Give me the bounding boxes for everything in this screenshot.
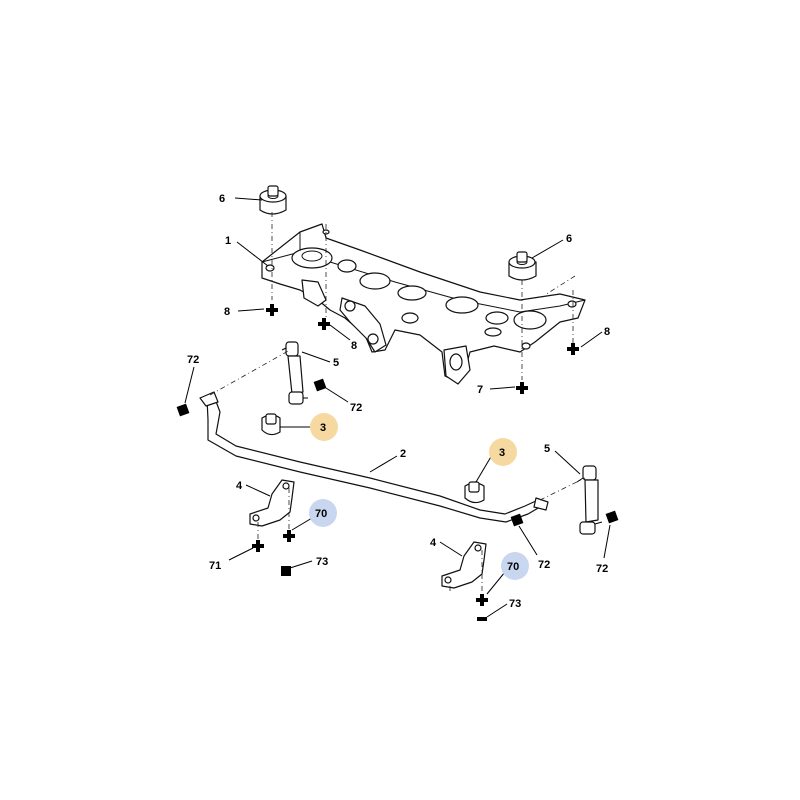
- bolt-symbol: [266, 304, 278, 316]
- callout-70-left: 70: [315, 508, 327, 520]
- callout-71: 71: [209, 560, 221, 572]
- bar-clamp-left: [249, 479, 295, 527]
- callout-6-left: 6: [219, 193, 225, 205]
- callout-7: 7: [477, 384, 483, 396]
- callout-2: 2: [400, 448, 406, 460]
- callout-labels: 6 6 1 8 8 8 7 72 5 72 3 2 3 5 4 70 71 73…: [187, 193, 610, 610]
- stabilizer-link-right: [576, 465, 603, 535]
- bolt-symbol: [252, 540, 264, 552]
- bar-clamp-right: [441, 541, 487, 589]
- callout-1: 1: [225, 235, 231, 247]
- callout-4-left: 4: [236, 480, 243, 492]
- callout-72-link-left: 72: [350, 402, 362, 414]
- callout-4-right: 4: [430, 537, 437, 549]
- callout-72-bar-right: 72: [538, 559, 550, 571]
- stabilizer-link-left: [281, 341, 308, 405]
- callout-5-left: 5: [333, 357, 339, 369]
- bolt-symbol: [476, 594, 488, 606]
- callout-8-middle: 8: [351, 340, 357, 352]
- callout-8-left: 8: [224, 306, 230, 318]
- leader-lines: [184, 197, 611, 618]
- nut-symbol: [313, 378, 327, 392]
- callout-6-right: 6: [566, 233, 572, 245]
- highlight-circle: [310, 413, 338, 441]
- callout-72-link-right: 72: [596, 563, 608, 575]
- nut-symbol: [477, 617, 487, 621]
- bar-bushing-left: [261, 413, 281, 436]
- callout-73-left: 73: [316, 556, 328, 568]
- highlight-circle: [309, 499, 337, 527]
- callout-72-top-left: 72: [187, 354, 199, 366]
- callout-3-left: 3: [320, 422, 326, 434]
- assembly-centerlines: [209, 212, 586, 595]
- mount-bushing-left: [259, 185, 287, 215]
- callout-70-right: 70: [507, 561, 519, 573]
- nut-symbol: [281, 566, 291, 576]
- nut-symbol: [176, 403, 190, 417]
- bolt-symbol: [283, 530, 295, 542]
- nut-symbol: [510, 513, 524, 527]
- callout-8-right: 8: [604, 326, 610, 338]
- callout-73-right: 73: [509, 598, 521, 610]
- nut-symbol: [605, 510, 619, 524]
- callout-5-right: 5: [544, 443, 550, 455]
- highlight-circle: [489, 438, 517, 466]
- stabilizer-bar: [199, 391, 549, 523]
- bolt-symbol: [516, 382, 528, 394]
- mount-bushing-right: [508, 251, 537, 281]
- fastener-symbols: [176, 304, 619, 621]
- highlight-circle: [501, 552, 529, 580]
- subframe: [261, 223, 586, 385]
- bolt-symbol: [318, 318, 330, 330]
- callout-3-right: 3: [499, 447, 505, 459]
- bar-bushing-right: [464, 481, 485, 504]
- bolt-symbol: [567, 343, 579, 355]
